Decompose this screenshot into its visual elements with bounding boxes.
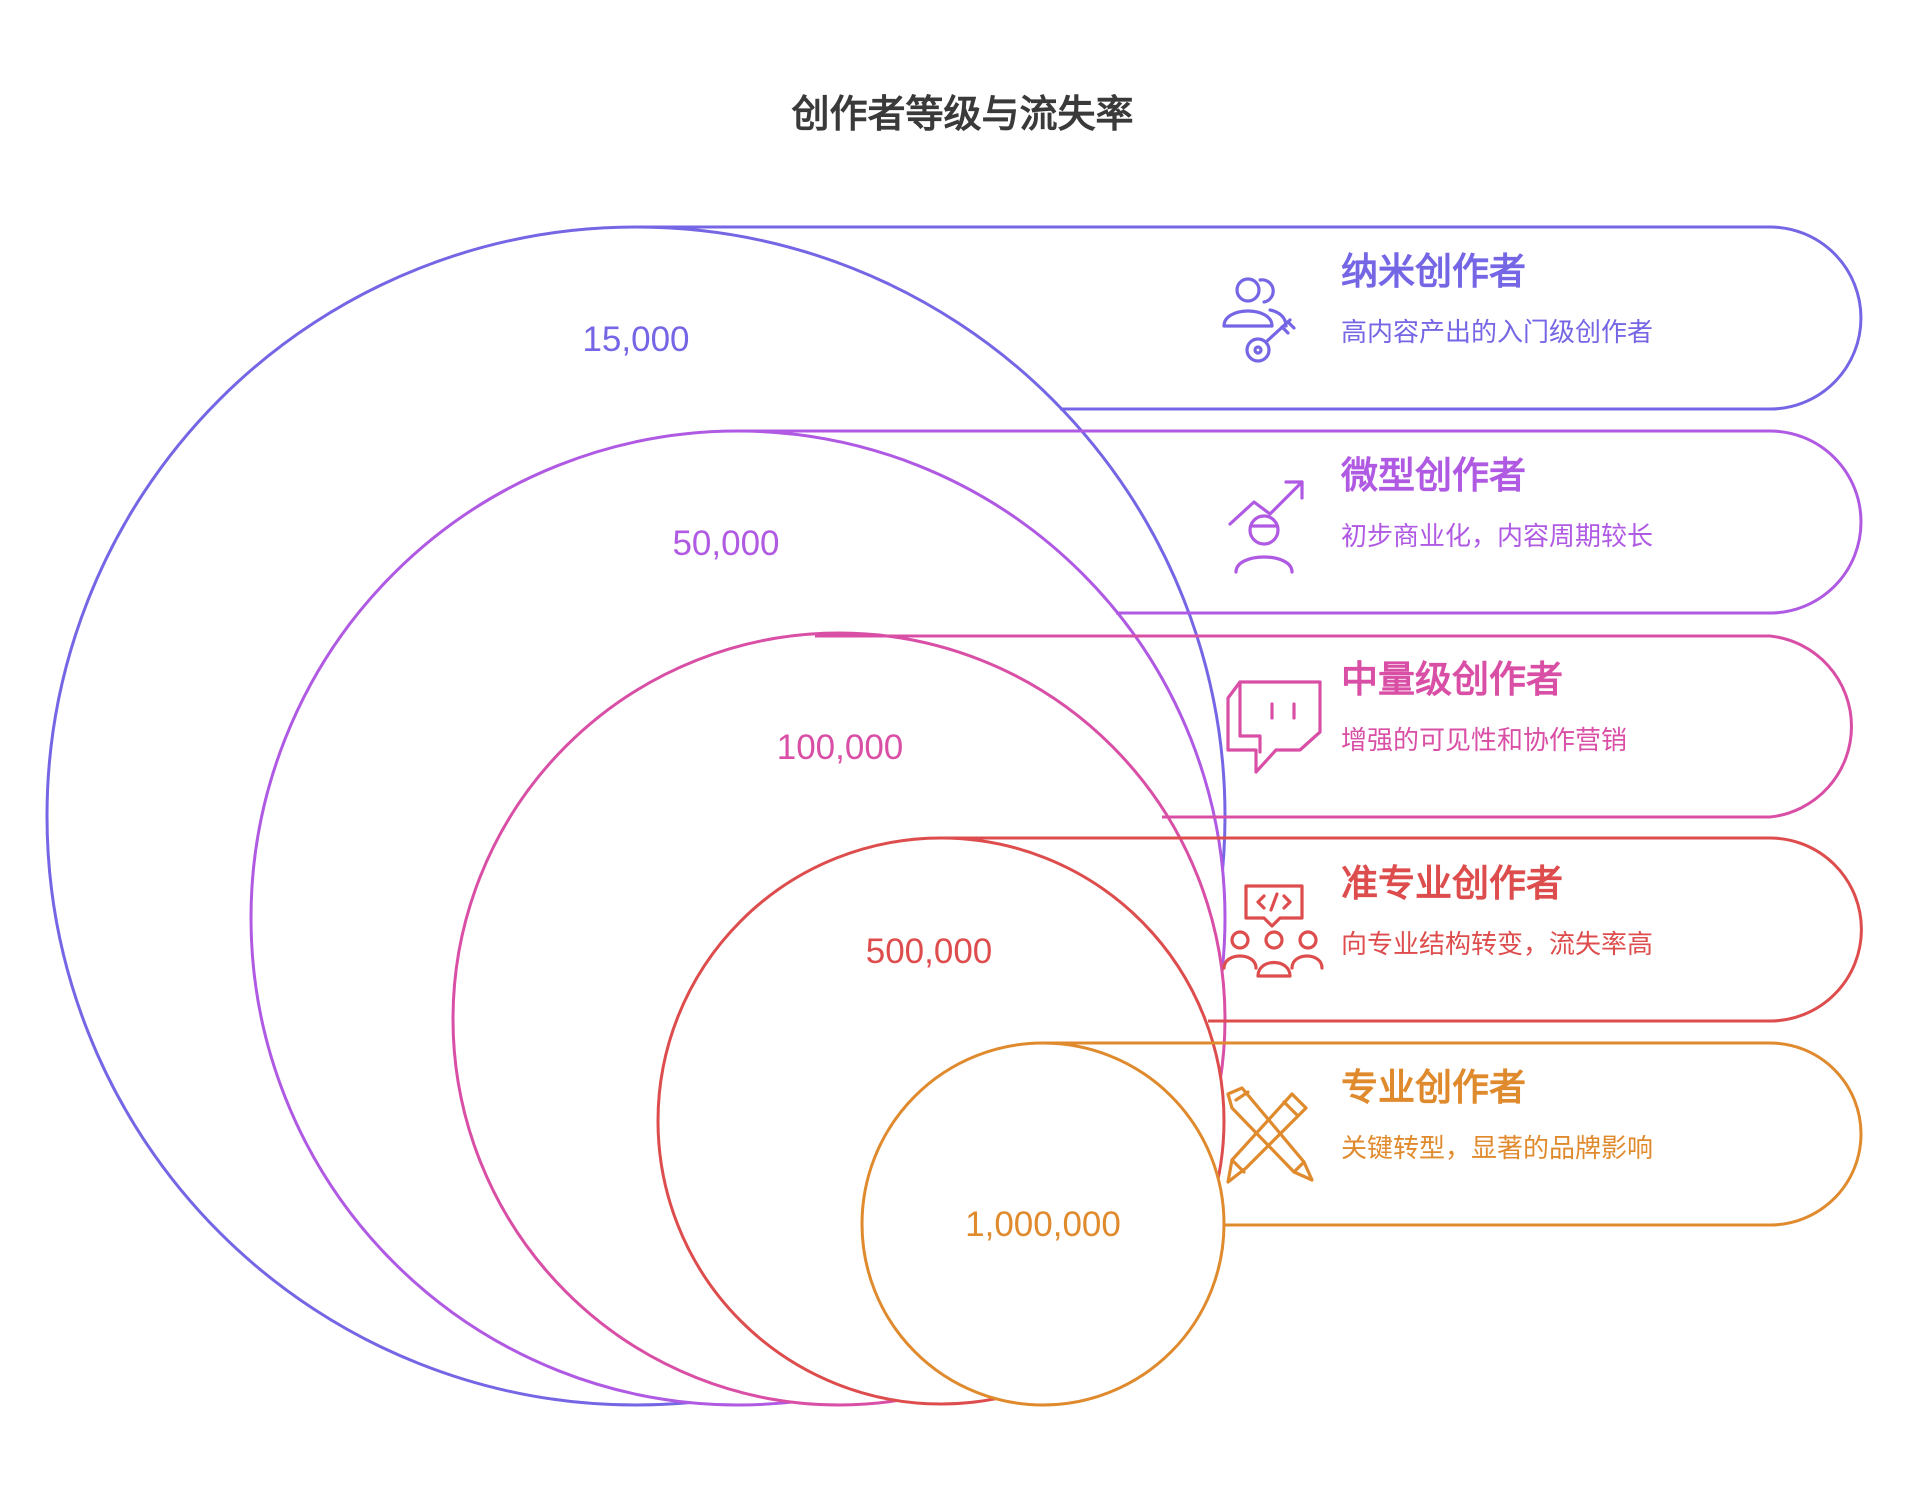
tier-description: 关键转型，显著的品牌影响 <box>1341 1134 1654 1164</box>
tier-value-3: 100,000 <box>776 728 904 767</box>
tier-name: 微型创作者 <box>1341 454 1526 497</box>
tier-text-4: 准专业创作者 向专业结构转变，流失率高 <box>1341 862 1881 962</box>
tier-value-4: 500,000 <box>865 932 993 971</box>
tier-text-1: 纳米创作者 高内容产出的入门级创作者 <box>1341 250 1881 350</box>
twitch-chat-icon <box>1224 678 1324 778</box>
users-key-icon <box>1220 270 1320 370</box>
tier-name: 专业创作者 <box>1341 1066 1526 1109</box>
tier-description: 增强的可见性和协作营销 <box>1341 726 1628 756</box>
tier-value-1: 15,000 <box>582 320 690 359</box>
team-code-icon <box>1222 882 1324 982</box>
tier-value-5: 1,000,000 <box>965 1205 1121 1244</box>
tier-text-5: 专业创作者 关键转型，显著的品牌影响 <box>1341 1066 1881 1166</box>
tier-shape-5 <box>860 1041 1863 1407</box>
person-growth-icon <box>1226 474 1326 574</box>
tier-description: 初步商业化，内容周期较长 <box>1341 522 1654 552</box>
tier-name: 纳米创作者 <box>1341 250 1526 293</box>
tier-description: 高内容产出的入门级创作者 <box>1341 318 1654 348</box>
tier-value-2: 50,000 <box>672 524 780 563</box>
tier-name: 中量级创作者 <box>1341 658 1563 701</box>
tier-name: 准专业创作者 <box>1341 862 1563 905</box>
tier-description: 向专业结构转变，流失率高 <box>1341 930 1654 960</box>
tier-text-3: 中量级创作者 增强的可见性和协作营销 <box>1341 658 1881 758</box>
pencil-pen-icon <box>1222 1086 1322 1186</box>
diagram-title: 创作者等级与流失率 <box>791 92 1134 136</box>
tier-text-2: 微型创作者 初步商业化，内容周期较长 <box>1341 454 1881 554</box>
